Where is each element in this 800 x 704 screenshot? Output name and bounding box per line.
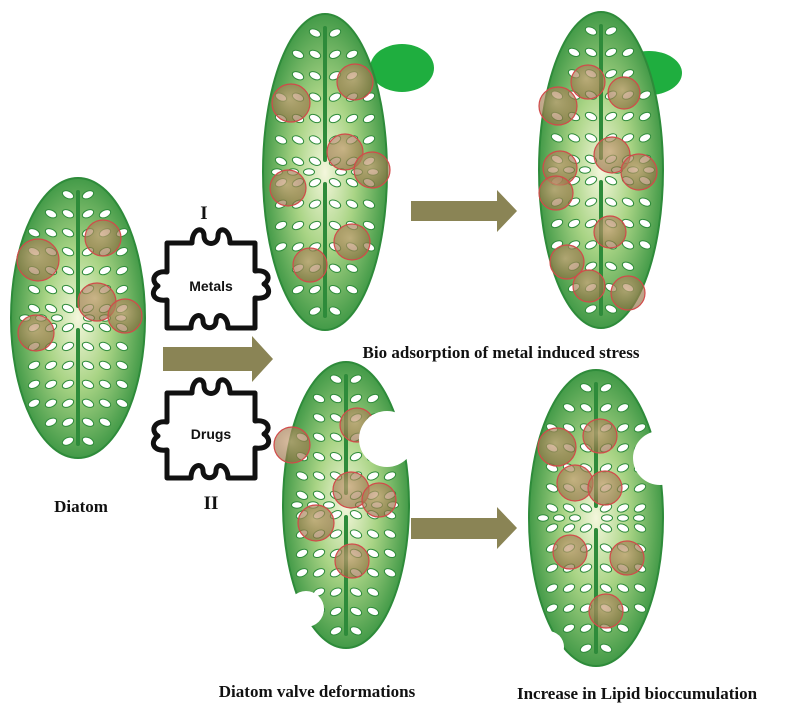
lipid-droplet xyxy=(573,270,605,302)
diatom-label: Diatom xyxy=(54,497,108,516)
pore xyxy=(554,515,565,521)
lipid-droplet xyxy=(539,176,573,210)
lipid-droplet xyxy=(335,544,369,578)
lipid-droplet xyxy=(553,535,587,569)
lipid-droplet xyxy=(589,594,623,628)
diatom-cell-metal-stressed xyxy=(539,12,663,328)
metal-bound-blob xyxy=(370,44,434,92)
route-one-label: I xyxy=(200,203,207,224)
drugs-label: Drugs xyxy=(191,426,232,442)
lipid-droplet xyxy=(362,483,396,517)
lipid-droplet xyxy=(621,154,657,190)
diatom-cell-drug-deformed xyxy=(529,370,663,666)
arrow-to-lipid-bottom xyxy=(411,507,517,549)
lipid-droplet xyxy=(354,152,390,188)
bio-adsorption-label: Bio adsorption of metal induced stress xyxy=(363,343,640,362)
pore xyxy=(580,167,591,173)
pore xyxy=(634,515,645,521)
lipid-droplet xyxy=(337,64,373,100)
lipid-droplet xyxy=(293,248,327,282)
lipid-droplet xyxy=(608,77,640,109)
arrow-stress-input xyxy=(163,336,273,382)
lipid-droplet xyxy=(611,276,645,310)
diatom-cell-drug-deformed xyxy=(274,362,409,648)
lipid-droplet xyxy=(18,315,54,351)
pore xyxy=(538,515,549,521)
lipid-droplet xyxy=(108,299,142,333)
lipid-droplet xyxy=(571,65,605,99)
lipid-droplet xyxy=(557,465,593,501)
lipid-droplet xyxy=(588,471,622,505)
lipid-droplet xyxy=(610,541,644,575)
lipid-droplet xyxy=(270,170,306,206)
pore xyxy=(52,315,63,321)
valve-deformations-label: Diatom valve deformations xyxy=(219,682,416,701)
pore xyxy=(304,169,315,175)
lipid-droplet xyxy=(340,408,374,442)
lipid-droplet xyxy=(538,428,576,466)
lipid-droplet xyxy=(298,505,334,541)
lipid-droplet xyxy=(583,419,617,453)
lipid-droplet xyxy=(539,87,577,125)
pore xyxy=(570,515,581,521)
lipid-accumulation-label: Increase in Lipid bioccumulation xyxy=(517,684,758,703)
route-two-label: II xyxy=(204,493,219,514)
lipid-droplet xyxy=(594,216,626,248)
pore xyxy=(602,515,613,521)
lipid-droplet xyxy=(85,220,121,256)
lipid-droplet xyxy=(274,427,310,463)
lipid-droplet xyxy=(272,84,310,122)
pore xyxy=(292,502,303,508)
pore xyxy=(618,515,629,521)
diatom-cell-original xyxy=(11,178,145,458)
arrow-to-lipid-top xyxy=(411,190,517,232)
diatom-cell-metal-stressed xyxy=(263,14,390,330)
lipid-droplet xyxy=(334,224,370,260)
lipid-droplet xyxy=(17,239,59,281)
metals-label: Metals xyxy=(189,278,233,294)
